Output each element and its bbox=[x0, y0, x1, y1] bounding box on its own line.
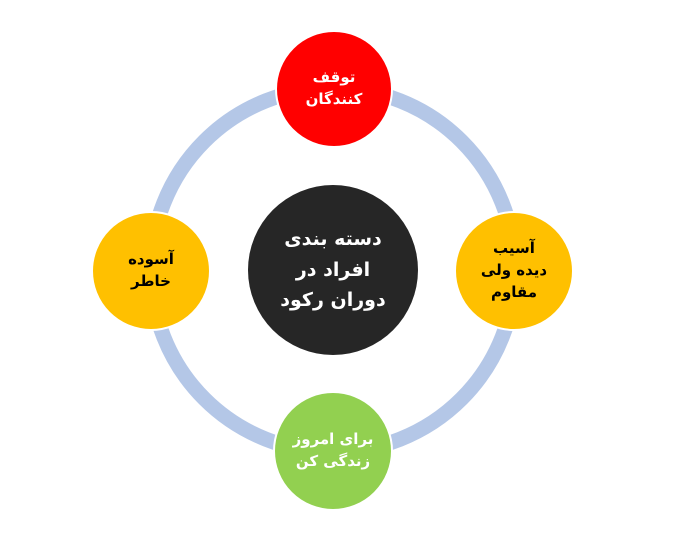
node-left: آسوده خاطر bbox=[91, 211, 211, 331]
center-node: دسته بندی افراد در دوران رکود bbox=[248, 185, 418, 355]
node-left-label: آسوده خاطر bbox=[128, 250, 174, 290]
node-top-label: توقف کنندگان bbox=[305, 68, 363, 108]
center-node-label: دسته بندی افراد در دوران رکود bbox=[280, 228, 386, 312]
node-bottom-label: برای امروز زندگی کن bbox=[292, 430, 374, 470]
node-bottom: برای امروز زندگی کن bbox=[273, 391, 393, 511]
node-right-label: آسیب دیده ولی مقاوم bbox=[480, 239, 548, 301]
node-top: توقف کنندگان bbox=[275, 30, 393, 148]
node-right: آسیب دیده ولی مقاوم bbox=[454, 211, 574, 331]
